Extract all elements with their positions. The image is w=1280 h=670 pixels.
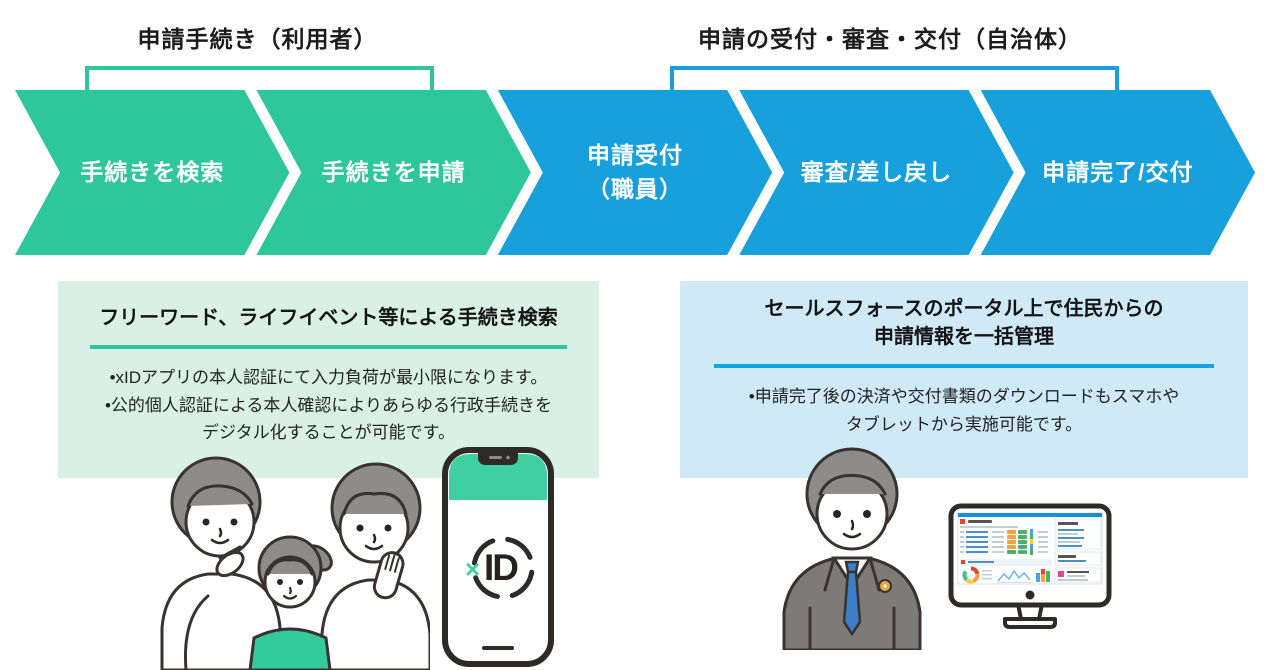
flow-step-label: 審査/差し戻し (800, 158, 953, 185)
mother-figure (320, 462, 430, 670)
flow-step-label-line2: （職員） (587, 175, 684, 202)
government-panel-bullets: •申請完了後の決済や交付書類のダウンロードもスマホや タブレットから実施可能です… (680, 383, 1248, 438)
salesforce-dashboard-monitor-illustration (948, 503, 1112, 637)
user-panel-bullets: •xIDアプリの本人認証にて入力負荷が最小限になります。 •公的個人認証による本… (58, 364, 599, 447)
green-divider (90, 345, 567, 349)
xid-logo-id: ID (484, 547, 518, 588)
xid-smartphone-illustration: × ID (441, 446, 555, 668)
father-figure (160, 456, 282, 670)
phone-home-bar (482, 646, 514, 650)
section-title-government: 申請の受付・審査・交付（自治体） (698, 26, 1082, 52)
section-title-user: 申請手続き（利用者） (137, 26, 378, 52)
family-illustration (156, 450, 430, 670)
title-line: 申請情報を一括管理 (874, 326, 1054, 348)
bullet-line: デジタル化することが可能です。 (202, 423, 455, 443)
bullet-line: •xIDアプリの本人認証にて入力負荷が最小限になります。 (109, 368, 548, 387)
bullet-line: •公的個人認証による本人確認によりあらゆる行政手続きを (104, 395, 553, 415)
flow-step-apply: 手続きを申請 (256, 90, 530, 255)
flow-step-label: 手続きを検索 (80, 158, 225, 185)
dashboard-sidebar (1054, 518, 1102, 583)
flow-step-completion: 申請完了/交付 (981, 90, 1255, 255)
flow-step-label: 申請完了/交付 (1042, 158, 1194, 185)
flow-step-reception: 申請受付 （職員） (498, 90, 772, 255)
monitor-camera-dot (1025, 590, 1035, 600)
phone-header-band (449, 454, 547, 500)
bullet-line: •申請完了後の決済や交付書類のダウンロードもスマホや (748, 387, 1180, 406)
xid-logo-x: × (465, 554, 480, 584)
phone-body (442, 447, 554, 667)
flow-step-review: 審査/差し戻し (739, 90, 1013, 255)
process-flow: 手続きを検索 手続きを申請 申請受付 （職員） 審査/差し戻し 申請完了/交付 (15, 90, 1255, 255)
bullet-line: タブレットから実施可能です。 (845, 414, 1083, 434)
monitor-base (1003, 617, 1057, 629)
government-panel-title: セールスフォースのポータル上で住民からの 申請情報を一括管理 (680, 295, 1248, 351)
user-panel-title: フリーワード、ライフイベント等による手続き検索 (99, 307, 558, 329)
flow-step-search: 手続きを検索 (15, 90, 289, 255)
flow-step-label: 手続きを申請 (321, 158, 466, 185)
government-steps-bracket (670, 66, 1119, 96)
government-official-illustration (766, 444, 938, 650)
user-steps-bracket (85, 66, 434, 96)
flow-step-label-line1: 申請受付 (587, 142, 684, 169)
child-figure (248, 535, 333, 670)
blue-divider (714, 364, 1214, 368)
user-info-panel: フリーワード、ライフイベント等による手続き検索 •xIDアプリの本人認証にて入力… (58, 281, 599, 478)
dashboard-charts (962, 566, 1050, 584)
tie (842, 560, 862, 637)
government-info-panel: セールスフォースのポータル上で住民からの 申請情報を一括管理 •申請完了後の決済… (680, 281, 1248, 478)
title-line: セールスフォースのポータル上で住民からの (764, 298, 1164, 320)
xid-logo: × ID (465, 536, 535, 600)
dashboard-table (960, 529, 1048, 555)
